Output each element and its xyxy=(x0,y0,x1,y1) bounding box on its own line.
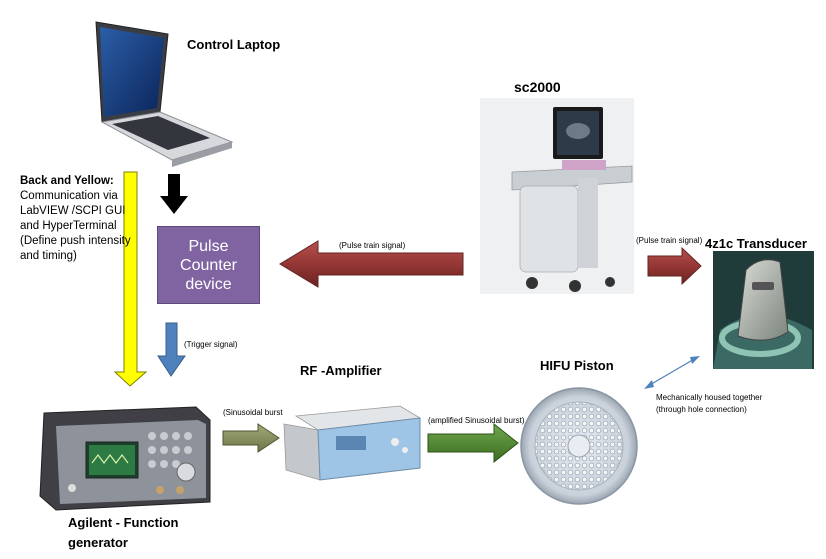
label-sc2000: sc2000 xyxy=(514,79,561,95)
amplified-arrow xyxy=(427,422,519,464)
label-rf-amplifier: RF -Amplifier xyxy=(300,363,382,378)
transducer-icon xyxy=(713,251,814,369)
label-pulse-train-1: (Pulse train signal) xyxy=(339,241,406,250)
function-generator-icon xyxy=(39,406,211,511)
laptop-icon xyxy=(95,21,234,167)
mechanical-link-arrow xyxy=(644,356,700,389)
label-mechanical-1: Mechanically housed together xyxy=(656,393,763,402)
hifu-piston-icon xyxy=(520,387,638,505)
label-function-generator: Agilent - Function generator xyxy=(68,515,179,550)
label-amplified: (amplified Sinusoidal burst) xyxy=(428,416,525,425)
laptop-to-pcd-arrow xyxy=(160,174,188,214)
label-transducer: 4z1c Transducer xyxy=(705,236,807,251)
label-pulse-train-2: (Pulse train signal) xyxy=(636,236,703,245)
label-mechanical-2: (through hole connection) xyxy=(656,405,747,414)
sinusoidal-arrow xyxy=(222,423,280,453)
ultrasound-system-icon xyxy=(480,98,634,294)
label-trigger: (Trigger signal) xyxy=(184,340,238,349)
pulse-train-arrow-right xyxy=(647,246,702,286)
label-hifu-piston: HIFU Piston xyxy=(540,358,614,373)
label-sinusoidal: (Sinusoidal burst xyxy=(223,408,283,417)
label-control-laptop: Control Laptop xyxy=(187,37,281,52)
yellow-arrow xyxy=(113,171,148,387)
trigger-arrow xyxy=(157,322,186,377)
communication-note: Back and Yellow: Communication via LabVI… xyxy=(20,174,132,264)
note-body: Communication via LabVIEW /SCPI GUI and … xyxy=(20,190,131,262)
pulse-train-arrow-left xyxy=(279,240,464,288)
rf-amplifier-icon xyxy=(283,405,422,481)
note-heading: Back and Yellow: xyxy=(20,175,114,187)
pulse-counter-device-box: Pulse Counter device xyxy=(157,226,260,304)
